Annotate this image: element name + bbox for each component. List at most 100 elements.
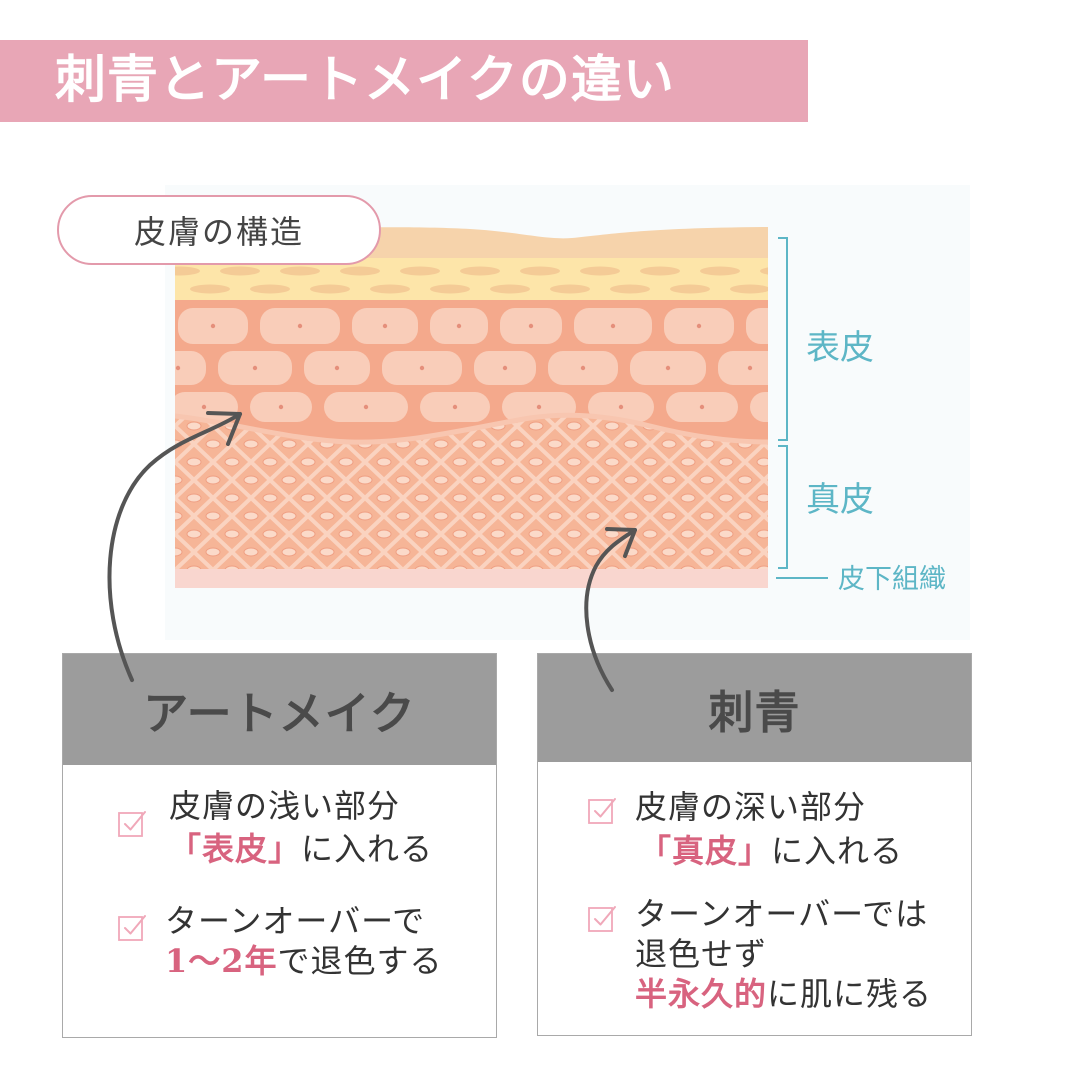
tattoo-point-depth: 皮膚の深い部分 「真皮」に入れる: [635, 785, 903, 873]
point-text: に入れる: [771, 832, 904, 870]
point-highlight: 「真皮」: [639, 832, 772, 870]
granular-dash: [610, 284, 650, 294]
diagram-title: 皮膚の構造: [133, 213, 304, 251]
granular-dash: [250, 284, 290, 294]
point-text: 皮膚の浅い部分: [169, 787, 401, 825]
granular-dash: [190, 284, 230, 294]
granular-dash: [520, 266, 560, 276]
skin-structure-diagram: [175, 227, 828, 588]
layer-brackets: [776, 237, 828, 579]
header-banner: 刺青とアートメイクの違い: [0, 40, 808, 122]
cell-nucleus: [252, 365, 258, 371]
tattoo-card-header: 刺青: [538, 654, 971, 762]
epidermis-label: 表皮: [806, 328, 874, 368]
tattoo-card: 刺青 皮膚の深い部分 「真皮」に入れる ターンオーバーでは 退色せず 半永久的に…: [537, 653, 972, 1036]
point-text: に肌に残る: [767, 975, 933, 1013]
point-highlight: 1〜2年: [165, 942, 278, 980]
check-square-icon: [588, 798, 616, 824]
granular-dash: [310, 284, 350, 294]
tattoo-point-permanence: ターンオーバーでは 退色せず 半永久的に肌に残る: [635, 894, 932, 1014]
cell-nucleus: [536, 404, 542, 410]
art-make-point-fading: ターンオーバーで 1〜2年で退色する: [165, 901, 443, 981]
skin-layers: [175, 227, 784, 588]
granular-dash: [580, 266, 620, 276]
dermis-label: 真皮: [806, 480, 874, 520]
cell-nucleus: [452, 404, 458, 410]
art-make-card-title: アートメイク: [143, 687, 416, 740]
point-line: 「表皮」に入れる: [169, 828, 433, 871]
granular-dash: [670, 284, 710, 294]
granular-dash: [340, 266, 380, 276]
cell-nucleus: [201, 404, 207, 410]
point-line: ターンオーバーでは: [635, 894, 932, 934]
granular-dash: [550, 284, 590, 294]
point-line: 半永久的に肌に残る: [635, 974, 932, 1014]
point-line: 皮膚の深い部分: [635, 785, 903, 829]
granular-layer-dashes: [175, 266, 768, 294]
granular-dash: [730, 284, 768, 294]
cell-nucleus: [580, 365, 586, 371]
point-text: に入れる: [301, 830, 434, 868]
art-make-point-depth: 皮膚の浅い部分 「表皮」に入れる: [169, 785, 433, 871]
cell-nucleus: [278, 404, 284, 410]
cell-nucleus: [175, 365, 181, 371]
subcutaneous-layer: [175, 569, 768, 588]
subcutis-label: 皮下組織: [838, 564, 946, 595]
diagram-title-pill: 皮膚の構造: [57, 195, 381, 265]
granular-dash: [400, 266, 440, 276]
art-make-card: アートメイク 皮膚の浅い部分 「表皮」に入れる ターンオーバーで 1〜2年で退色…: [62, 653, 497, 1038]
point-line: 1〜2年で退色する: [165, 941, 443, 981]
epidermis-cell: [750, 392, 768, 422]
cell-nucleus: [363, 404, 369, 410]
granular-dash: [460, 266, 500, 276]
granular-dash: [370, 284, 410, 294]
dermis-bracket: [778, 445, 788, 569]
tattoo-card-title: 刺青: [708, 685, 801, 739]
cell-nucleus: [382, 323, 388, 329]
epidermis-bracket: [778, 237, 788, 441]
point-line: ターンオーバーで: [165, 901, 443, 941]
cell-nucleus: [610, 323, 616, 329]
granular-layer: [175, 258, 768, 302]
granular-dash: [760, 267, 768, 275]
epidermis-cell: [175, 351, 206, 385]
basement-membrane-line: [175, 412, 768, 445]
granular-dash: [490, 284, 530, 294]
point-highlight: 「表皮」: [169, 830, 302, 868]
point-text: で退色する: [277, 942, 443, 980]
cell-nucleus: [528, 323, 534, 329]
cell-nucleus: [747, 365, 753, 371]
page-title: 刺青とアートメイクの違い: [55, 51, 675, 110]
cell-nucleus: [297, 323, 303, 329]
check-square-icon: [118, 811, 146, 837]
point-text: ターンオーバーで: [165, 902, 426, 940]
check-square-icon: [588, 906, 616, 932]
point-text: 皮膚の深い部分: [635, 788, 867, 826]
point-highlight: 半永久的: [635, 975, 768, 1013]
art-make-card-header: アートメイク: [63, 654, 496, 765]
check-square-icon: [118, 915, 146, 941]
granular-dash: [280, 266, 320, 276]
point-line: 「真皮」に入れる: [635, 829, 903, 873]
cell-nucleus: [502, 365, 508, 371]
cell-nucleus: [699, 404, 705, 410]
cell-nucleus: [780, 324, 784, 328]
point-text: ターンオーバーでは: [635, 895, 929, 933]
cell-nucleus: [334, 365, 340, 371]
granular-dash: [220, 266, 260, 276]
granular-dash: [175, 266, 200, 276]
cell-nucleus: [696, 323, 702, 329]
cell-nucleus: [778, 405, 782, 409]
cell-nucleus: [456, 323, 462, 329]
cell-nucleus: [419, 365, 425, 371]
epidermis-cell: [746, 308, 768, 344]
cell-nucleus: [210, 323, 216, 329]
granular-dash: [430, 284, 470, 294]
granular-dash: [700, 266, 740, 276]
point-text: 退色せず: [635, 935, 768, 973]
cell-nucleus: [618, 404, 624, 410]
cell-nucleus: [665, 365, 671, 371]
granular-dash: [640, 266, 680, 276]
point-line: 皮膚の浅い部分: [169, 785, 433, 828]
epidermis-cells: [175, 308, 784, 422]
